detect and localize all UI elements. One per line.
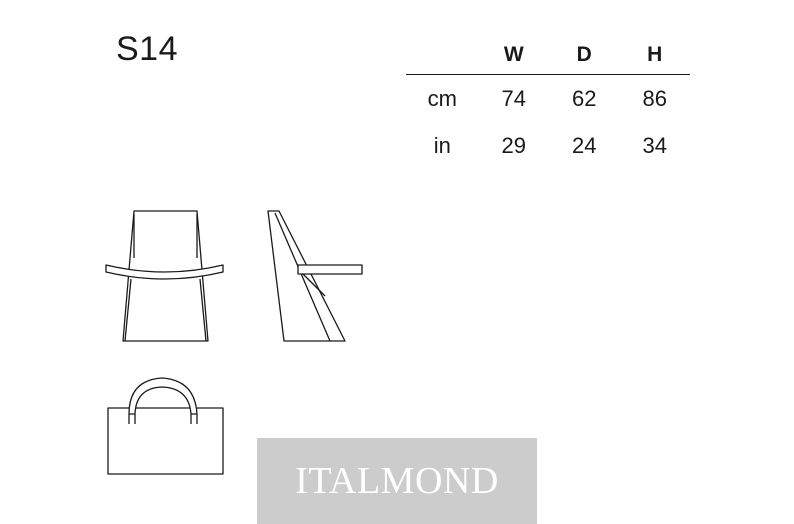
- header-width: W: [478, 36, 549, 75]
- header-unit: [406, 36, 479, 75]
- watermark: ITALMOND: [257, 438, 537, 524]
- header-height: H: [619, 36, 690, 75]
- height-cm: 86: [642, 85, 667, 111]
- product-code: S14: [116, 30, 178, 68]
- dimensions-table: W D H cm 74 62 86 in 29 24 34: [406, 36, 690, 169]
- dimensions-row-cm: cm 74 62 86: [406, 75, 690, 123]
- depth-in: 24: [571, 132, 597, 158]
- chair-front-view-icon: [105, 210, 224, 342]
- width-cm: 74: [501, 85, 526, 111]
- chair-top-view-icon: [107, 377, 224, 475]
- height-in: 34: [642, 132, 667, 158]
- unit-in: in: [433, 132, 451, 158]
- depth-cm: 62: [571, 85, 597, 111]
- header-depth: D: [548, 36, 620, 75]
- chair-side-view-icon: [267, 210, 363, 342]
- width-in: 29: [501, 132, 526, 158]
- unit-cm: cm: [427, 85, 457, 111]
- dimensions-header-row: W D H: [406, 36, 690, 75]
- dimensions-row-in: in 29 24 34: [406, 122, 690, 169]
